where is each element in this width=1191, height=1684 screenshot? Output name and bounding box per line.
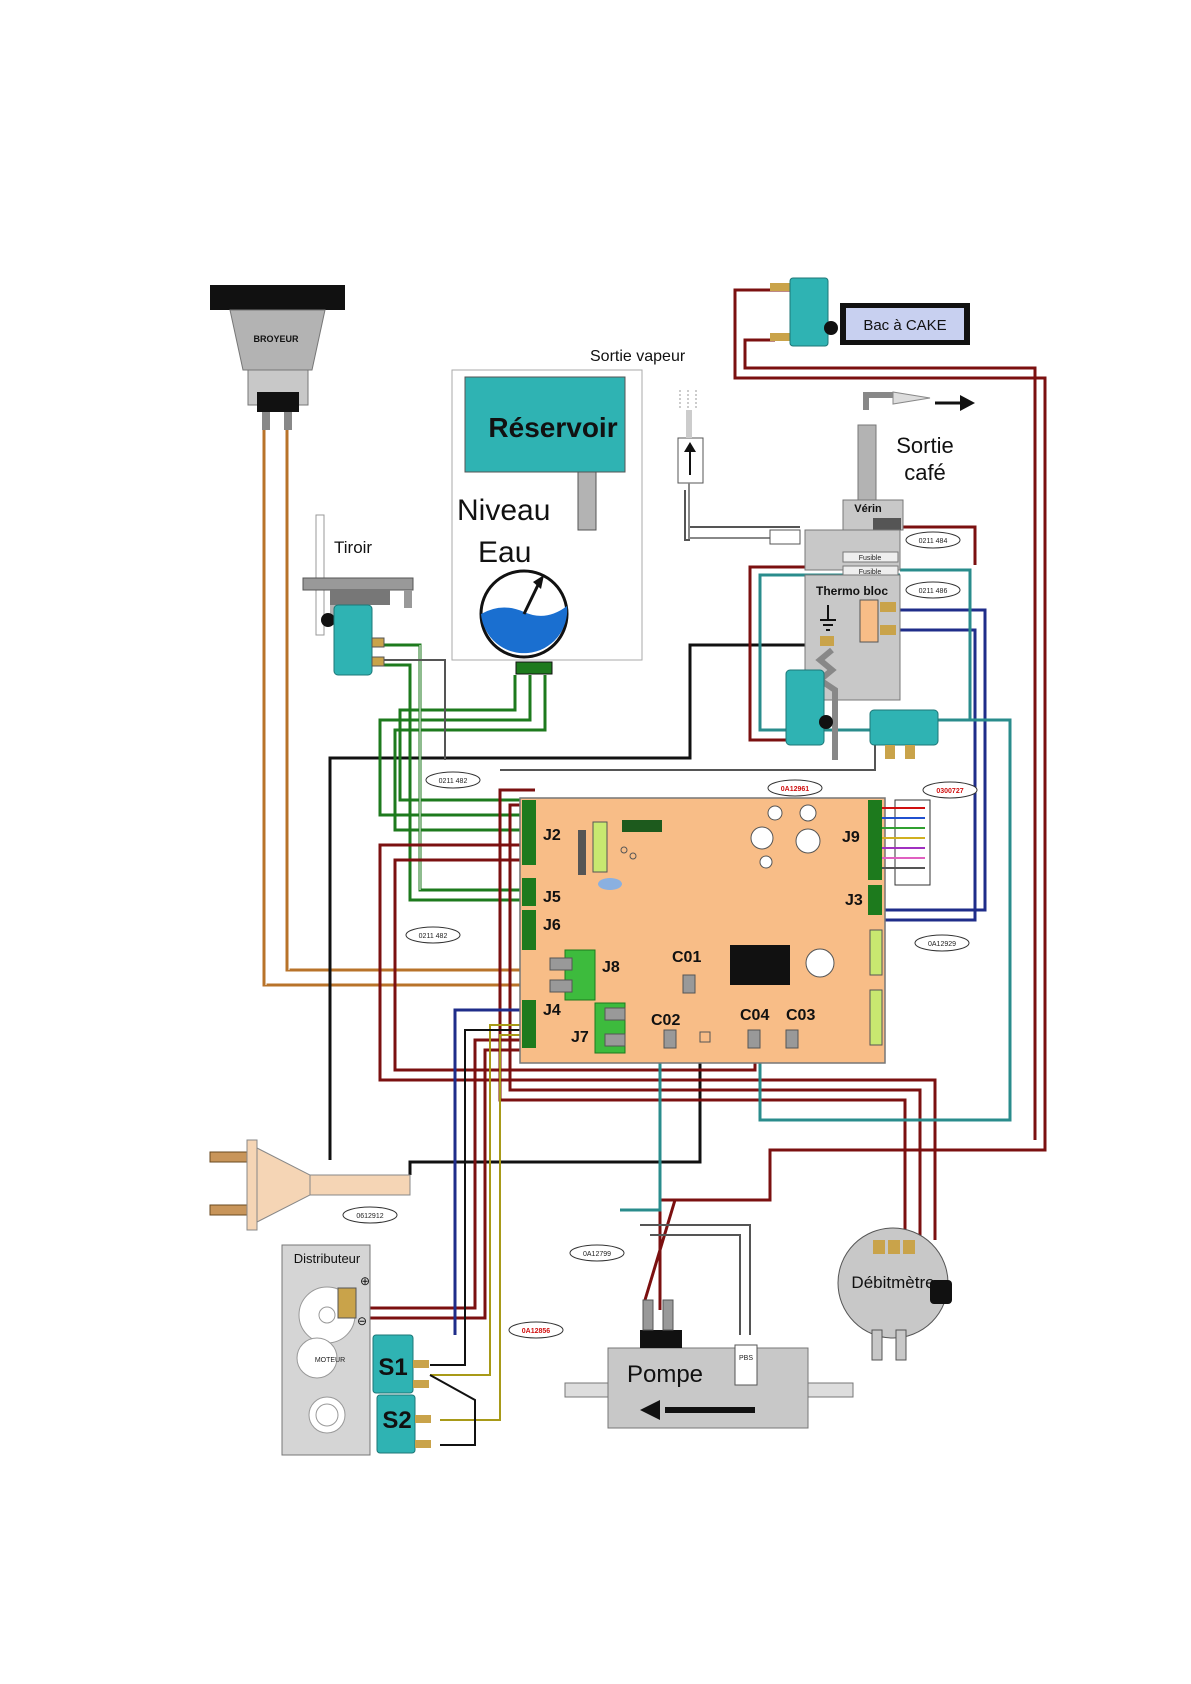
- ref-0a12929: 0A12929: [928, 941, 956, 948]
- reservoir-label: Réservoir: [488, 412, 617, 443]
- wire-green-3: [380, 675, 535, 815]
- bac-a-cake: Bac à CAKE: [770, 278, 970, 346]
- debitmetre: Débitmètre: [838, 1228, 952, 1360]
- sortie-vapeur-label: Sortie vapeur: [590, 348, 686, 365]
- thermobloc-label: Thermo bloc: [816, 584, 888, 598]
- distributeur: Distributeur MOTEUR ⊕ ⊖ S1 S2: [282, 1245, 431, 1455]
- connector-c03: C03: [786, 1007, 815, 1024]
- connector-j4: J4: [543, 1002, 561, 1019]
- wire-grey-3: [640, 1225, 750, 1335]
- ref-0612912: 0612912: [356, 1213, 383, 1220]
- pompe: Pompe PBS: [565, 1300, 853, 1428]
- connector-c02: C02: [651, 1012, 680, 1029]
- ref-0a12856: 0A12856: [522, 1328, 551, 1335]
- ref-0300727: 0300727: [936, 788, 963, 795]
- cafe-label: café: [904, 460, 946, 485]
- tiroir: Tiroir: [303, 515, 413, 675]
- moteur-label: MOTEUR: [315, 1357, 345, 1364]
- tiroir-label: Tiroir: [334, 538, 372, 557]
- bac-switch: [790, 278, 828, 346]
- thermostat-switch: [786, 670, 824, 745]
- ref-0a12799: 0A12799: [583, 1251, 611, 1258]
- connector-c01: C01: [672, 949, 701, 966]
- sortie-cafe: Sortie café: [858, 392, 975, 500]
- ref-0211-486: 0211 486: [919, 588, 948, 595]
- verin-label: Vérin: [854, 503, 882, 515]
- steam-outlet: [678, 390, 800, 544]
- valve: [870, 710, 938, 745]
- ref-0211-482-b: 0211 482: [419, 933, 448, 940]
- s1-label: S1: [378, 1354, 407, 1381]
- pbs-label: PBS: [739, 1355, 753, 1362]
- debitmetre-label: Débitmètre: [851, 1273, 934, 1292]
- s2-label: S2: [382, 1407, 411, 1434]
- j9-harness: [882, 800, 930, 885]
- sortie-cafe-label: Sortie: [896, 433, 953, 458]
- niveau-label: Niveau: [457, 494, 550, 527]
- connector-j3: J3: [845, 892, 863, 909]
- eau-label: Eau: [478, 536, 531, 569]
- reservoir-panel: Sortie vapeur Réservoir Niveau Eau: [452, 348, 686, 674]
- minus-icon: ⊖: [357, 1314, 367, 1328]
- connector-j9: J9: [842, 829, 860, 846]
- connector-j6: J6: [543, 917, 561, 934]
- connector-j7: J7: [571, 1029, 589, 1046]
- ref-0a12961: 0A12961: [781, 786, 810, 793]
- wire-black-s2: [430, 1375, 475, 1445]
- ref-0211-482-a: 0211 482: [439, 778, 468, 785]
- broyeur: BROYEUR: [210, 285, 345, 430]
- ref-0211-484: 0211 484: [919, 538, 948, 545]
- distributeur-label: Distributeur: [294, 1251, 361, 1266]
- fusible-label-1: Fusible: [859, 555, 882, 562]
- connector-c04: C04: [740, 1007, 769, 1024]
- connector-j5: J5: [543, 889, 561, 906]
- connector-j2: J2: [543, 827, 561, 844]
- plus-icon: ⊕: [360, 1274, 370, 1288]
- control-board: J2 J5 J6 J8 J4 J7 C01 C02 C04 C03 J9: [520, 798, 885, 1063]
- tiroir-switch: [334, 605, 372, 675]
- bac-a-cake-label: Bac à CAKE: [863, 317, 946, 334]
- pompe-label: Pompe: [627, 1361, 703, 1388]
- broyeur-label: BROYEUR: [253, 334, 299, 344]
- wire-yellow-1: [430, 1025, 535, 1375]
- connector-j8: J8: [602, 959, 620, 976]
